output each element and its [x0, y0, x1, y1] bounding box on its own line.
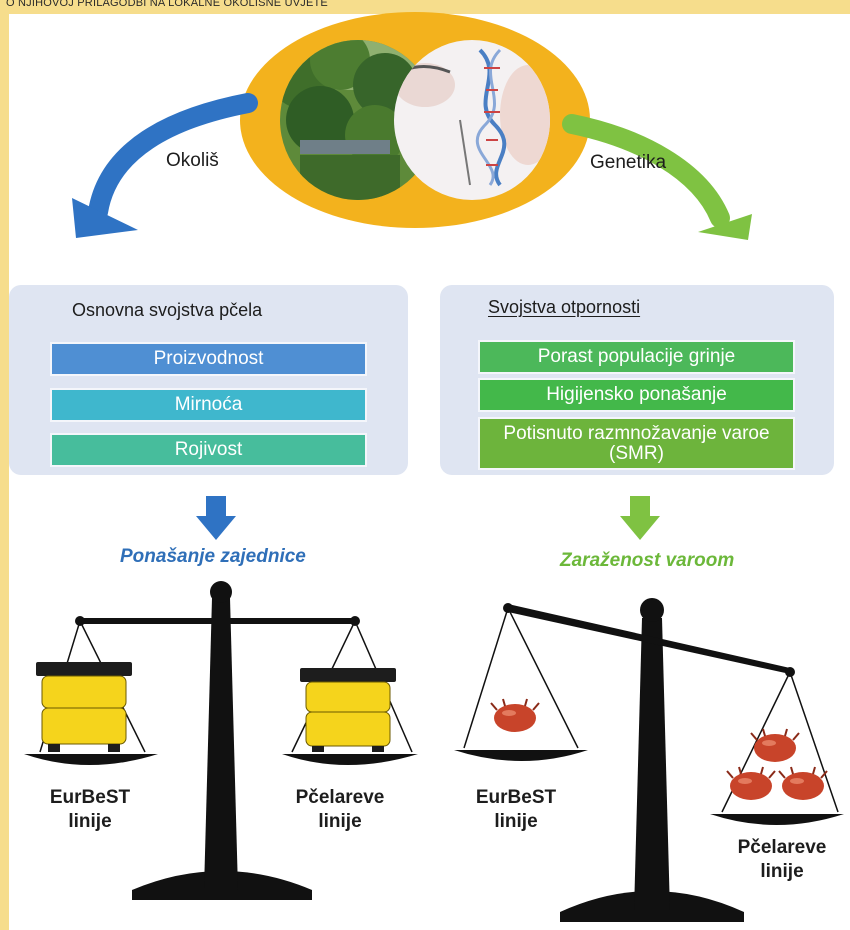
left-scale-beekeeper-label: Pčelareve linije	[295, 787, 385, 832]
left-scale-right-hive	[300, 668, 396, 752]
colony-behaviour-result: Ponašanje zajednice	[120, 546, 306, 567]
header-strip: O NJIHOVOJ PRILAGODBI NA LOKALNE OKOLIŠN…	[0, 0, 850, 14]
left-balance-scale	[24, 581, 418, 900]
right-scale-eurbest-label: EurBeST linije	[475, 787, 557, 832]
left-down-arrow	[196, 496, 236, 540]
trait-swarming: Rojivost	[50, 433, 367, 467]
trait-productivity: Proizvodnost	[50, 342, 367, 376]
right-down-arrow	[620, 496, 660, 540]
right-balance-scale	[454, 598, 844, 922]
environment-genetics-emblem	[240, 12, 590, 228]
dna-photo	[394, 40, 550, 200]
trait-gentleness: Mirnoća	[50, 388, 367, 422]
genetics-arrow	[562, 114, 752, 240]
right-scale-left-mite	[490, 698, 540, 732]
resistance-traits-title: Svojstva otpornosti	[488, 297, 641, 317]
environment-label: Okoliš	[166, 150, 219, 171]
trait-smr: Potisnuto razmnožavanje varoe (SMR)	[478, 417, 795, 470]
trait-mite-population-growth: Porast populacije grinje	[478, 340, 795, 374]
right-scale-right-mite-3	[778, 766, 828, 800]
left-border-strip	[0, 14, 9, 930]
left-scale-eurbest-label: EurBeST linije	[49, 787, 131, 832]
right-scale-beekeeper-label: Pčelareve linije	[737, 837, 827, 882]
header-text: O NJIHOVOJ PRILAGODBI NA LOKALNE OKOLIŠN…	[6, 0, 328, 9]
right-scale-right-mite-2	[726, 766, 776, 800]
environment-arrow	[72, 93, 258, 238]
genetics-label: Genetika	[590, 152, 667, 173]
trait-hygienic-behaviour: Higijensko ponašanje	[478, 378, 795, 412]
varroa-infestation-result: Zaraženost varoom	[560, 550, 735, 571]
basic-traits-title: Osnovna svojstva pčela	[72, 300, 263, 320]
right-scale-right-mite-1	[750, 728, 800, 762]
forest-photo	[280, 40, 436, 200]
left-scale-left-hive	[36, 662, 132, 752]
